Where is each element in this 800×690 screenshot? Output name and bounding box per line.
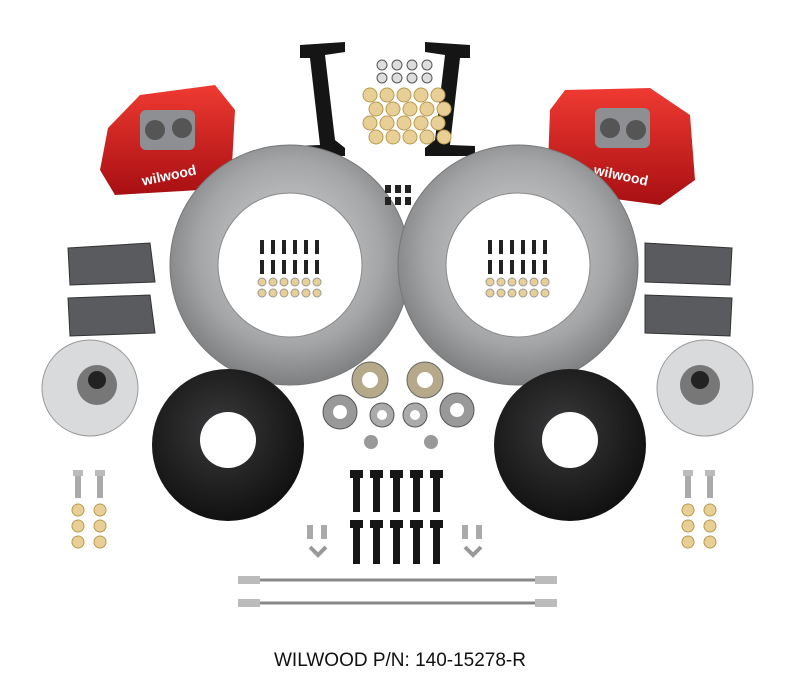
product-photo: wilwood wilwood — [41, 42, 754, 607]
bearings-and-seals — [322, 361, 475, 449]
rotor-hat-right — [494, 369, 646, 521]
part-number-caption: WILWOOD P/N: 140-15278-R — [273, 650, 526, 671]
rotor-bolts — [257, 185, 550, 298]
rotor-right — [397, 144, 639, 386]
brake-lines — [238, 576, 557, 607]
hub-left — [41, 339, 139, 437]
rotor-hat-left — [152, 369, 304, 521]
brake-pads — [67, 242, 733, 337]
lug-studs — [350, 470, 443, 564]
caliper-left: wilwood — [100, 85, 235, 195]
hardware-washers — [362, 59, 452, 145]
rotor-left — [169, 144, 411, 386]
hub-hardware — [71, 470, 717, 558]
hub-right — [656, 339, 754, 437]
